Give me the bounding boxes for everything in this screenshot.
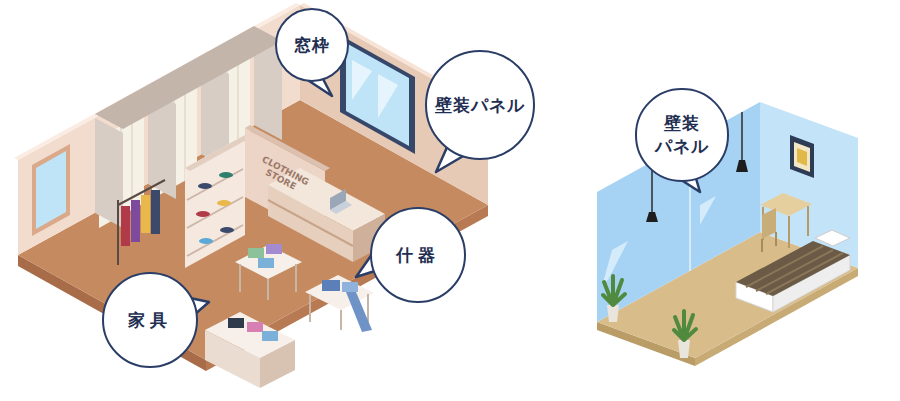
shoe-shelf-shape	[196, 211, 210, 217]
shoe-shelf-shape	[219, 172, 233, 178]
plants-shape	[678, 340, 690, 358]
tables-shape	[266, 244, 282, 254]
bed	[736, 230, 850, 312]
callout-text: 壁装パネル	[435, 94, 525, 117]
window-frame	[340, 35, 415, 154]
bubble-content: 壁装パネル	[435, 94, 525, 117]
tables-shape	[260, 340, 295, 388]
shoe-shelf-shape	[199, 238, 213, 244]
callout-text: 什器	[396, 244, 440, 267]
clothes-rack-shape	[131, 200, 140, 242]
desk-chair-shape	[763, 206, 808, 248]
clothes-rack	[118, 180, 165, 265]
window-frame-shape	[378, 74, 398, 118]
window-frame-shape	[346, 43, 409, 146]
tables-shape	[205, 330, 260, 388]
tables-shape	[258, 258, 274, 268]
tables-shape	[235, 245, 302, 279]
clothes-rack-shape	[141, 195, 150, 233]
bubble-content: 壁装 パネル	[651, 112, 713, 158]
desk-chair-shape	[762, 232, 776, 252]
painting	[790, 135, 814, 178]
tables-shape	[240, 264, 296, 300]
painting-shape	[790, 135, 814, 178]
desk-chair-shape	[762, 208, 776, 239]
painting-shape	[794, 142, 810, 172]
pendant-lamps-shape	[736, 160, 748, 172]
bed-shape	[746, 246, 843, 294]
plants-shape	[607, 305, 619, 322]
room-walls-shape	[760, 102, 858, 268]
clothes-rack-shape	[151, 190, 160, 234]
left-window-shape	[36, 151, 66, 229]
plants	[603, 276, 696, 358]
shoe-shelf-shape	[185, 135, 250, 171]
callout-bubble: 壁装パネル	[425, 50, 535, 160]
left-window-shape	[32, 144, 70, 236]
bed-shape	[736, 241, 850, 296]
shoe-shelf-shape	[198, 183, 212, 189]
callout-bubble: 壁装 パネル	[635, 88, 728, 181]
sign-panel-shape	[245, 125, 330, 171]
room-walls-shape	[603, 241, 628, 283]
pendant-lamps-shape	[646, 212, 658, 222]
shoe-shelf-shape	[217, 200, 231, 206]
shoe-shelf-shape	[220, 227, 234, 233]
pendant-lamps-shape	[741, 112, 743, 160]
bubble-tails	[190, 75, 700, 315]
bubble-content: 家具	[128, 309, 172, 332]
left-window	[32, 144, 70, 236]
plants-shape	[674, 311, 696, 340]
tables-shape	[262, 331, 278, 341]
callout-bubble: 家具	[102, 272, 198, 368]
counter-shape	[330, 201, 352, 214]
shoe-shelf	[185, 135, 250, 268]
tables-shape	[322, 280, 340, 291]
bed-shape	[815, 230, 850, 246]
fitting-room-dividers-shape	[95, 26, 282, 129]
callout-bubble: 窓枠	[275, 8, 349, 82]
clothes-rack-shape	[117, 200, 119, 265]
painting-shape	[797, 148, 807, 166]
callout-text: 窓枠	[294, 34, 330, 57]
tables-shape	[305, 275, 374, 310]
tables-shape	[228, 318, 244, 328]
shoe-shelf-shape	[187, 169, 243, 256]
bubble-content: 窓枠	[294, 34, 330, 57]
plants-shape	[603, 276, 625, 305]
counter-shape	[268, 200, 353, 246]
callout-text: 家具	[128, 309, 172, 332]
tables-shape	[248, 248, 264, 258]
bubble-content: 什器	[396, 244, 440, 267]
desk-chair	[760, 193, 812, 252]
window-frame-shape	[352, 60, 372, 100]
tables-shape	[247, 322, 263, 332]
tables	[205, 244, 374, 388]
room-walls-shape	[700, 196, 716, 225]
callout-bubble: 什器	[370, 207, 466, 303]
callout-text: 壁装 パネル	[651, 112, 713, 158]
tables-shape	[346, 292, 372, 332]
tables-shape	[342, 282, 358, 292]
clothes-rack-shape	[121, 206, 130, 246]
window-frame-shape	[340, 35, 415, 154]
